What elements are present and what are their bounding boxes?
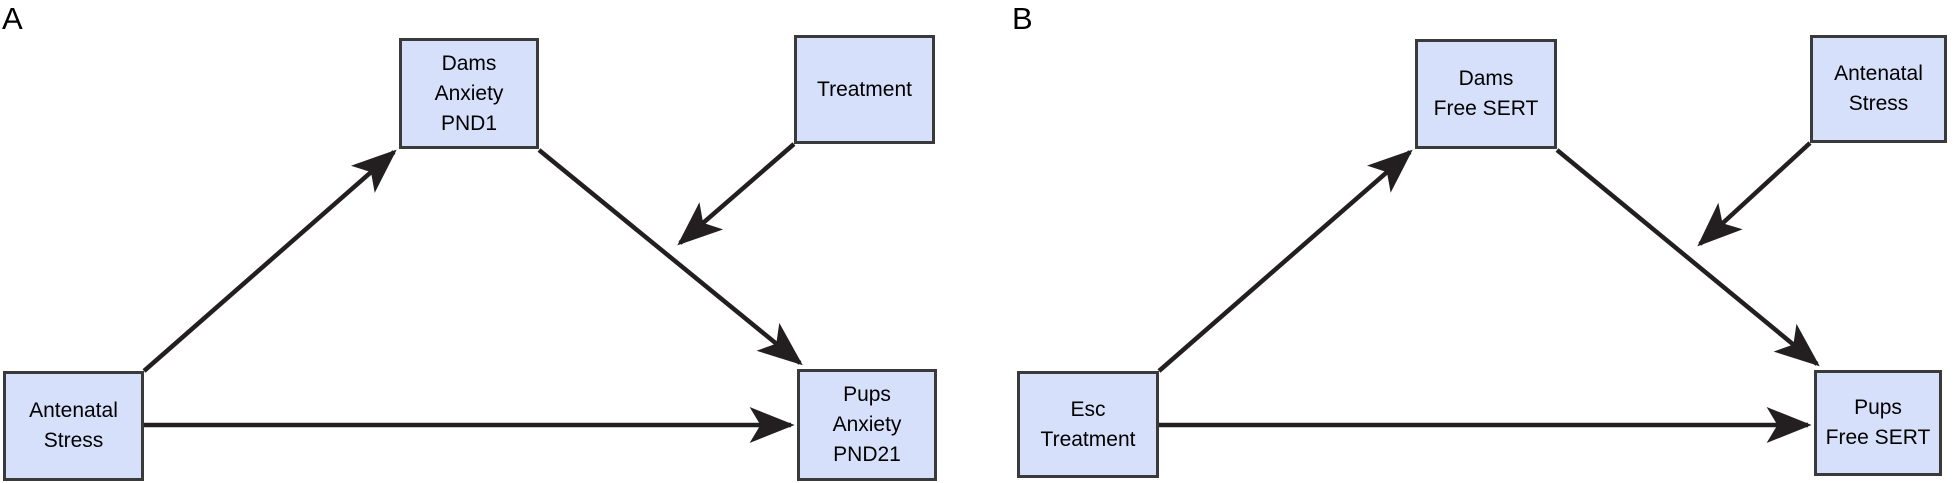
node-label: Treatment: [817, 77, 912, 101]
node-dams-anxiety-pnd1[interactable]: Dams Anxiety PND1: [399, 38, 539, 149]
arrow-antenatal-to-path: [1697, 141, 1812, 247]
arrow-antenatal-to-dams: [142, 149, 397, 373]
panel-b: B Esc Treatment Dams Free SERT Antenatal: [977, 0, 1954, 483]
node-label: Pups Free SERT: [1825, 396, 1931, 449]
panel-a-arrows: [142, 142, 803, 443]
node-esc-treatment[interactable]: Esc Treatment: [1017, 371, 1159, 478]
arrow-dams-to-pups: [537, 148, 803, 366]
panel-a: A Antenatal Stress Dams Anxiety PND1 Tre: [2, 1, 937, 481]
node-label: Antenatal Stress: [1834, 62, 1923, 115]
node-pups-anxiety-pnd21[interactable]: Pups Anxiety PND21: [797, 369, 937, 481]
arrow-treatment-to-path: [677, 142, 796, 246]
node-label: Dams Anxiety PND1: [434, 51, 504, 135]
panel-b-label: B: [1012, 1, 1033, 36]
panel-a-label: A: [2, 1, 23, 36]
node-label: Antenatal Stress: [29, 399, 118, 452]
node-treatment[interactable]: Treatment: [794, 35, 935, 144]
node-dams-free-sert[interactable]: Dams Free SERT: [1415, 39, 1557, 149]
node-label: Esc Treatment: [1040, 397, 1136, 451]
node-antenatal-stress[interactable]: Antenatal Stress: [1810, 35, 1947, 143]
node-label: Pups Anxiety PND21: [832, 383, 902, 466]
node-label: Dams Free SERT: [1433, 67, 1539, 120]
node-antenatal-stress[interactable]: Antenatal Stress: [3, 371, 144, 481]
arrow-dams-to-pups: [1555, 148, 1820, 367]
node-pups-free-sert[interactable]: Pups Free SERT: [1814, 370, 1942, 476]
arrow-esc-to-dams: [1157, 149, 1413, 373]
panel-b-arrows: [1157, 141, 1820, 443]
